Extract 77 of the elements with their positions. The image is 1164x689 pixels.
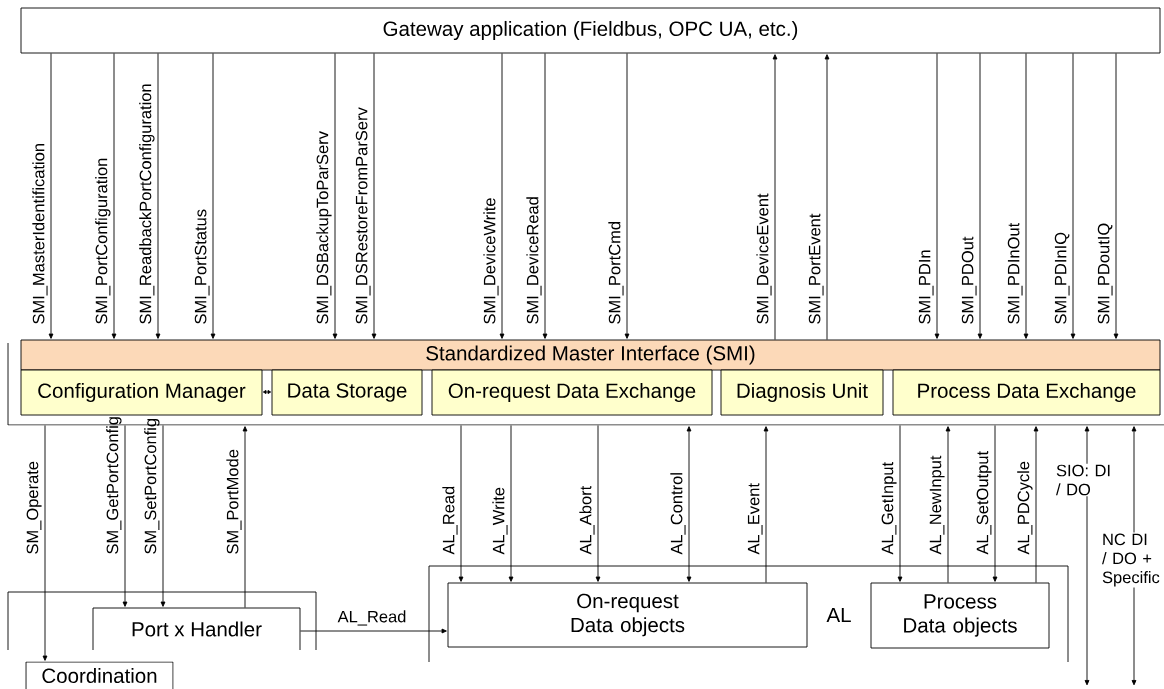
arrow bbox=[824, 54, 830, 340]
unit-box: Process Data Exchange bbox=[892, 369, 1161, 416]
signal-label: AL_SetOutput bbox=[976, 451, 992, 555]
arrow bbox=[595, 425, 601, 582]
arrow bbox=[624, 53, 630, 339]
arrow bbox=[210, 53, 216, 339]
objects-box: On-request Data objects bbox=[447, 582, 808, 648]
signal-label: AL_NewInput bbox=[929, 455, 945, 555]
arrow bbox=[1033, 426, 1039, 583]
arrow bbox=[332, 53, 338, 339]
handler-box: Port x Handler bbox=[92, 607, 301, 651]
signal-label: AL_PDCycle bbox=[1017, 461, 1033, 555]
signal-label: SIO: DI / DO bbox=[1056, 464, 1110, 496]
signal-label: AL_Abort bbox=[579, 485, 595, 555]
unit-box: Data Storage bbox=[271, 369, 423, 416]
arrow bbox=[242, 426, 248, 608]
signal-label: AL_Event bbox=[747, 483, 763, 555]
signal-label: AL_GetInput bbox=[881, 462, 897, 555]
arrow bbox=[977, 53, 983, 339]
signal-label: SM_SetPortConfig bbox=[144, 419, 160, 554]
arrow bbox=[772, 54, 778, 340]
arrow bbox=[160, 425, 166, 607]
arrow bbox=[458, 425, 464, 582]
arrow bbox=[300, 628, 447, 634]
arrow bbox=[763, 426, 769, 583]
signal-label: SMI_PDInIQ bbox=[1054, 232, 1070, 324]
signal-label: SMI_DeviceWrite bbox=[483, 198, 499, 324]
signal-label: SMI_PDIn bbox=[918, 250, 934, 324]
arrow bbox=[499, 53, 505, 339]
application-box: Gateway application (Fieldbus, OPC UA, etc.) bbox=[20, 7, 1161, 54]
arrow bbox=[542, 53, 548, 339]
signal-label: SMI_DeviceRead bbox=[526, 197, 542, 324]
objects-box: Process Data objects bbox=[870, 582, 1050, 649]
layer-label: AL bbox=[826, 607, 851, 623]
unit-box: On-request Data Exchange bbox=[431, 369, 713, 416]
arrow bbox=[992, 425, 998, 582]
arrow bbox=[934, 53, 940, 339]
signal-label: SMI_PDInOut bbox=[1007, 222, 1023, 324]
signal-label: SMI_PortConfiguration bbox=[95, 158, 111, 324]
arrow bbox=[42, 425, 48, 661]
signal-label: SMI_PortStatus bbox=[194, 209, 210, 324]
signal-label: AL_Write bbox=[492, 487, 508, 555]
signal-label: AL_Control bbox=[670, 473, 686, 555]
coordination-box: Coordination bbox=[25, 661, 174, 689]
signal-label: AL_Read bbox=[337, 610, 406, 626]
arrow bbox=[1113, 53, 1119, 339]
double-arrow bbox=[686, 426, 692, 582]
arrow bbox=[897, 425, 903, 582]
signal-label: SMI_PDOut bbox=[961, 236, 977, 324]
arrow bbox=[122, 425, 128, 607]
layer-frame bbox=[7, 591, 317, 651]
signal-label: SMI_PDoutIQ bbox=[1097, 223, 1113, 324]
signal-label: SM_PortMode bbox=[226, 449, 242, 554]
arrow bbox=[1023, 53, 1029, 339]
signal-label: SMI_ReadbackPortConfiguration bbox=[139, 84, 155, 324]
signal-label: SM_GetPortConfig bbox=[106, 417, 122, 554]
arrow bbox=[48, 53, 54, 339]
arrow bbox=[155, 53, 161, 339]
signal-label: SMI_PortCmd bbox=[608, 222, 624, 324]
signal-label: SMI_DSBackupToParServ bbox=[316, 131, 332, 324]
signal-label: SMI_PortEvent bbox=[808, 213, 824, 324]
arrow bbox=[508, 425, 514, 582]
signal-label: SMI_DeviceEvent bbox=[756, 193, 772, 324]
interface-band: Standardized Master Interface (SMI) bbox=[20, 339, 1161, 371]
signal-label: NC DI / DO + Specific bbox=[1102, 533, 1160, 587]
double-arrow bbox=[1084, 426, 1090, 686]
signal-label: SMI_MasterIdentification bbox=[32, 144, 48, 324]
signal-label: SM_Operate bbox=[26, 461, 42, 554]
unit-box: Diagnosis Unit bbox=[720, 369, 884, 416]
arrow bbox=[1070, 53, 1076, 339]
signal-label: AL_Read bbox=[442, 486, 458, 555]
signal-label: SMI_DSRestoreFromParServ bbox=[355, 107, 371, 324]
arrow bbox=[945, 426, 951, 583]
double-arrow bbox=[262, 389, 272, 395]
arrow bbox=[371, 53, 377, 339]
unit-box: Configuration Manager bbox=[20, 369, 263, 416]
arrow bbox=[111, 53, 117, 339]
